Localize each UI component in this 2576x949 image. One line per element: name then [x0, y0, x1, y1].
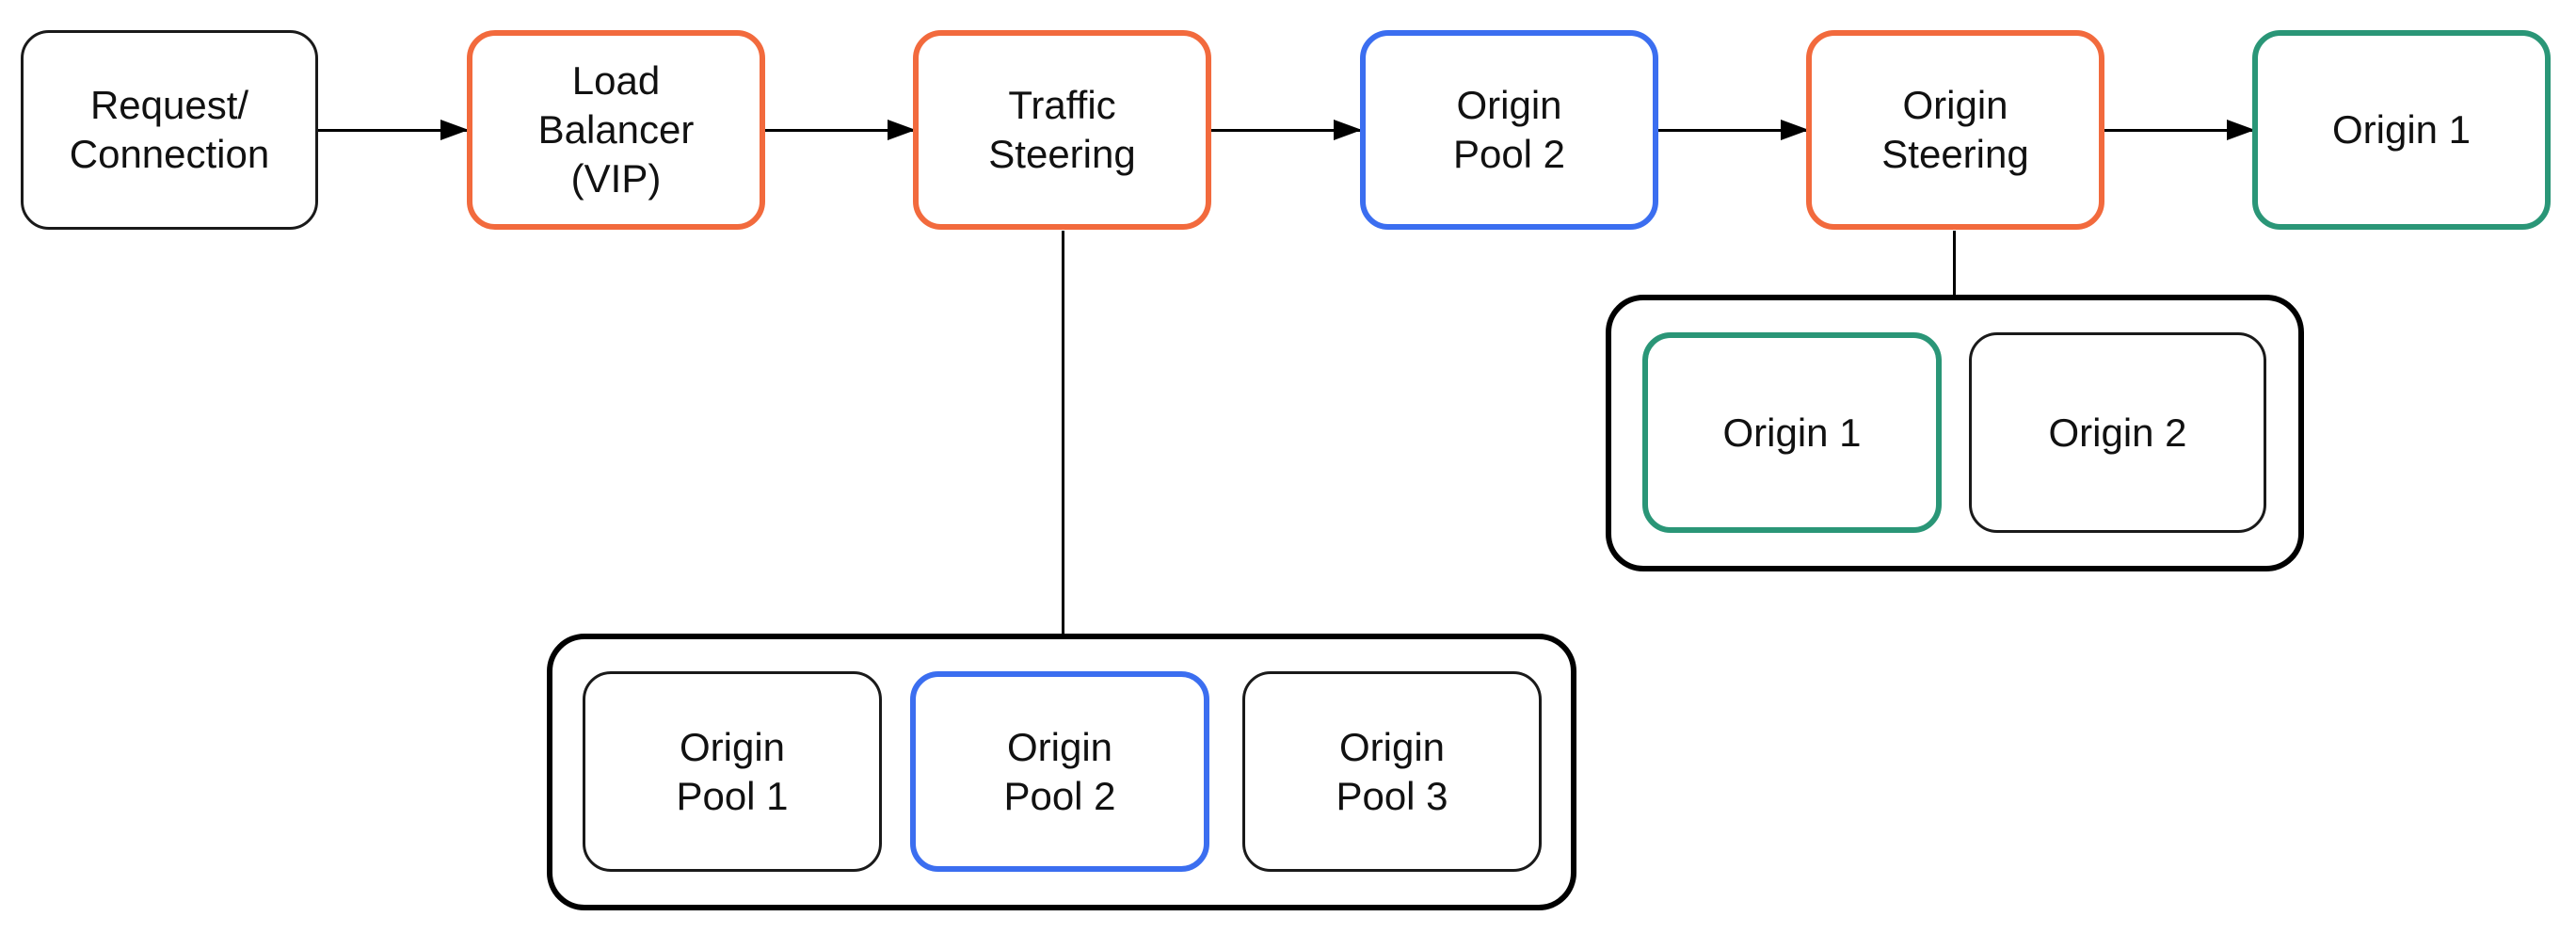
arrowhead-traffic-steering: [888, 120, 916, 140]
arrow-pool-to-origin-steering: [1658, 129, 1809, 132]
request-connection-node: Request/ Connection: [21, 30, 318, 230]
connector-traffic-steering-to-pool-group: [1062, 231, 1064, 635]
origin-1-node: Origin 1: [2252, 30, 2551, 230]
origin-steering-node: Origin Steering: [1806, 30, 2104, 230]
arrowhead-origin-steering: [1781, 120, 1809, 140]
arrowhead-lb: [440, 120, 469, 140]
arrow-lb-to-traffic-steering: [765, 129, 916, 132]
traffic-steering-node: Traffic Steering: [913, 30, 1211, 230]
pool-group-origin-pool-2: Origin Pool 2: [910, 671, 1209, 872]
pool-group-origin-pool-1: Origin Pool 1: [583, 671, 882, 872]
pool-group-origin-pool-3: Origin Pool 3: [1242, 671, 1542, 872]
arrow-traffic-steering-to-pool: [1211, 129, 1362, 132]
arrow-origin-steering-to-origin: [2104, 129, 2255, 132]
arrowhead-origin: [2227, 120, 2255, 140]
connector-origin-steering-to-origin-group: [1953, 231, 1956, 297]
arrowhead-pool: [1334, 120, 1362, 140]
origin-group-origin-2: Origin 2: [1969, 332, 2266, 533]
origin-group-origin-1: Origin 1: [1642, 332, 1942, 533]
load-balancer-node: Load Balancer (VIP): [467, 30, 765, 230]
arrow-request-to-lb: [318, 129, 469, 132]
origin-pool-2-node: Origin Pool 2: [1360, 30, 1658, 230]
